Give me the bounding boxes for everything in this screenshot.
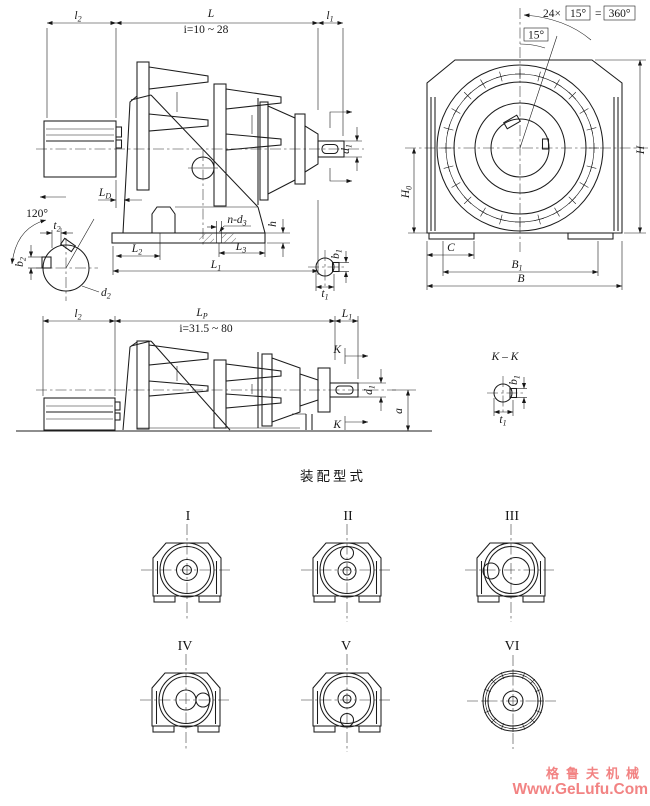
svg-text:V: V (341, 639, 351, 654)
svg-text:360°: 360° (609, 8, 631, 20)
dim-d2: d2 (101, 287, 111, 301)
bolt-count-note: 24× 15° = 360° (523, 5, 636, 41)
dim-t1: t1 (321, 288, 328, 302)
output-bell-shaft (257, 98, 345, 205)
dim-t1-kk: t1 (499, 414, 506, 428)
svg-text:a: a (393, 408, 405, 414)
dim-a: a (392, 389, 416, 432)
dim-b1: b1 (330, 249, 344, 259)
input-motor-b (43, 397, 121, 431)
svg-text:h: h (267, 221, 279, 227)
watermark-url: Www.GeLufu.Com (512, 780, 648, 798)
flange-circles (436, 64, 604, 232)
svg-text:15°: 15° (528, 30, 545, 42)
left-foot (428, 232, 475, 240)
dim-B1: B1 (442, 241, 599, 276)
top-side-view: l2 L i=10 ~ 28 l1 (10, 8, 364, 302)
assembly-section: 装配型式 I II III IV (140, 469, 559, 752)
svg-text:B: B (517, 273, 524, 285)
svg-text:L1: L1 (210, 259, 221, 273)
base-plate (111, 221, 266, 244)
assembly-view-1: I (141, 509, 233, 620)
output-bell-shaft-b (261, 353, 359, 430)
dim-d1-top: d1 (340, 127, 362, 171)
assembly-view-6: VI (467, 639, 559, 749)
callout-nd3: n-d3 (207, 214, 251, 233)
svg-text:I: I (186, 509, 191, 524)
front-view: 24× 15° = 360° 15° H (400, 5, 648, 290)
kk-title: K – K (491, 351, 520, 363)
angle-15-callout: 15° (519, 27, 558, 149)
dim-L1-top: L1 (112, 200, 319, 275)
dim-B: B (426, 241, 623, 290)
bottom-side-view: l2 LP i=31.5 ~ 80 L1 (16, 307, 432, 432)
kk-section-detail: K – K b1 t1 (487, 351, 527, 428)
angle-120: 120° (26, 208, 48, 220)
svg-text:C: C (447, 242, 455, 254)
svg-text:LD: LD (98, 187, 111, 201)
dim-b2: b2 (14, 257, 28, 267)
dim-H0: H0 (400, 147, 427, 234)
svg-text:L2: L2 (131, 243, 142, 257)
assembly-view-2: II (301, 509, 393, 622)
svg-text:H: H (635, 145, 647, 155)
svg-text:II: II (343, 509, 353, 524)
dim-l2: l2 (74, 10, 81, 24)
input-shaft-section-detail: 120° t2 b2 d2 (10, 208, 111, 301)
dim-L2: L2 (112, 243, 161, 275)
dim-LP: LP (195, 307, 207, 321)
svg-text:IV: IV (178, 639, 193, 654)
section-K-marks: K K (332, 344, 369, 431)
dim-L: L (207, 8, 214, 20)
assembly-title: 装配型式 (300, 469, 366, 485)
gearbox-housing-b (122, 340, 300, 431)
svg-text:K: K (332, 419, 342, 431)
dim-LD: LD (98, 180, 142, 208)
input-motor (43, 120, 123, 178)
watermark-brand: 格鲁夫机械 (545, 767, 646, 783)
assembly-view-3: III (465, 509, 557, 622)
watermark: 格鲁夫机械 Www.GeLufu.Com (513, 768, 648, 798)
svg-text:H0: H0 (400, 186, 414, 199)
ratio-label-1: i=10 ~ 28 (184, 24, 229, 36)
dim-h: h (260, 219, 290, 257)
svg-text:B1: B1 (511, 259, 522, 273)
dim-l2-b: l2 (74, 308, 81, 322)
svg-text:n-d3: n-d3 (227, 214, 246, 228)
svg-text:15°: 15° (570, 8, 587, 20)
keyway-slot-b (335, 385, 354, 395)
output-key-section-top: b1 t1 (308, 249, 349, 302)
dim-b1-kk: b1 (508, 375, 522, 385)
svg-text:d1: d1 (340, 144, 354, 154)
gearbox-housing (122, 61, 282, 246)
bolt-prefix: 24× (543, 8, 561, 20)
svg-text:=: = (595, 8, 602, 20)
flange-ticks (482, 670, 544, 732)
dim-H: H (595, 59, 647, 234)
right-foot (567, 232, 614, 240)
dim-C: C (426, 241, 475, 290)
svg-text:K: K (332, 344, 342, 356)
assembly-view-4: IV (140, 639, 232, 750)
dim-t2: t2 (53, 220, 60, 234)
svg-text:d1: d1 (363, 385, 377, 395)
dim-l1: l1 (326, 10, 333, 24)
ratio-label-2: i=31.5 ~ 80 (179, 323, 233, 335)
dim-d1-bottom: d1 (358, 369, 386, 411)
svg-text:VI: VI (505, 639, 520, 654)
keyway-slot (321, 143, 339, 155)
front-housing (426, 59, 623, 240)
bolt-ticks (441, 69, 599, 227)
dim-L1-b: L1 (341, 308, 352, 322)
dim-L3: L3 (218, 241, 266, 257)
svg-text:III: III (505, 509, 519, 524)
assembly-view-5: V (301, 639, 393, 752)
svg-text:L3: L3 (235, 241, 246, 255)
